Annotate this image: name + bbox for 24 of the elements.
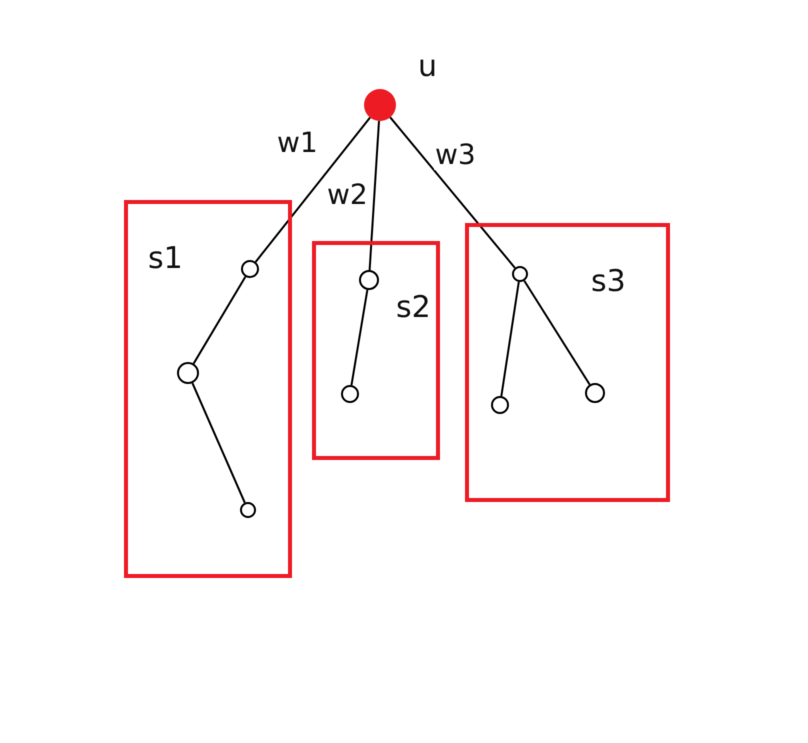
- edge-line: [350, 290, 368, 386]
- group-frame: [312, 241, 440, 460]
- group-frame: [124, 200, 292, 578]
- edge-line: [192, 276, 246, 364]
- node-circle: [491, 396, 509, 414]
- group-label: s1: [148, 244, 183, 274]
- node-circle: [585, 383, 605, 403]
- edge-line: [254, 116, 371, 263]
- root-node-circle: [364, 89, 396, 121]
- edge-line: [192, 382, 246, 504]
- edge-line: [523, 280, 591, 386]
- node-circle: [359, 270, 379, 290]
- edge-line: [389, 116, 516, 268]
- node-circle: [177, 362, 199, 384]
- node-circle: [241, 260, 259, 278]
- node-circle: [240, 502, 256, 518]
- edge-line: [500, 282, 520, 396]
- group-frame: [465, 223, 670, 502]
- edge-line: [368, 120, 380, 270]
- node-circle: [512, 266, 528, 282]
- node-circle: [341, 385, 359, 403]
- node-label: u: [418, 52, 438, 82]
- group-label: s2: [396, 293, 431, 323]
- group-label: s3: [591, 267, 626, 297]
